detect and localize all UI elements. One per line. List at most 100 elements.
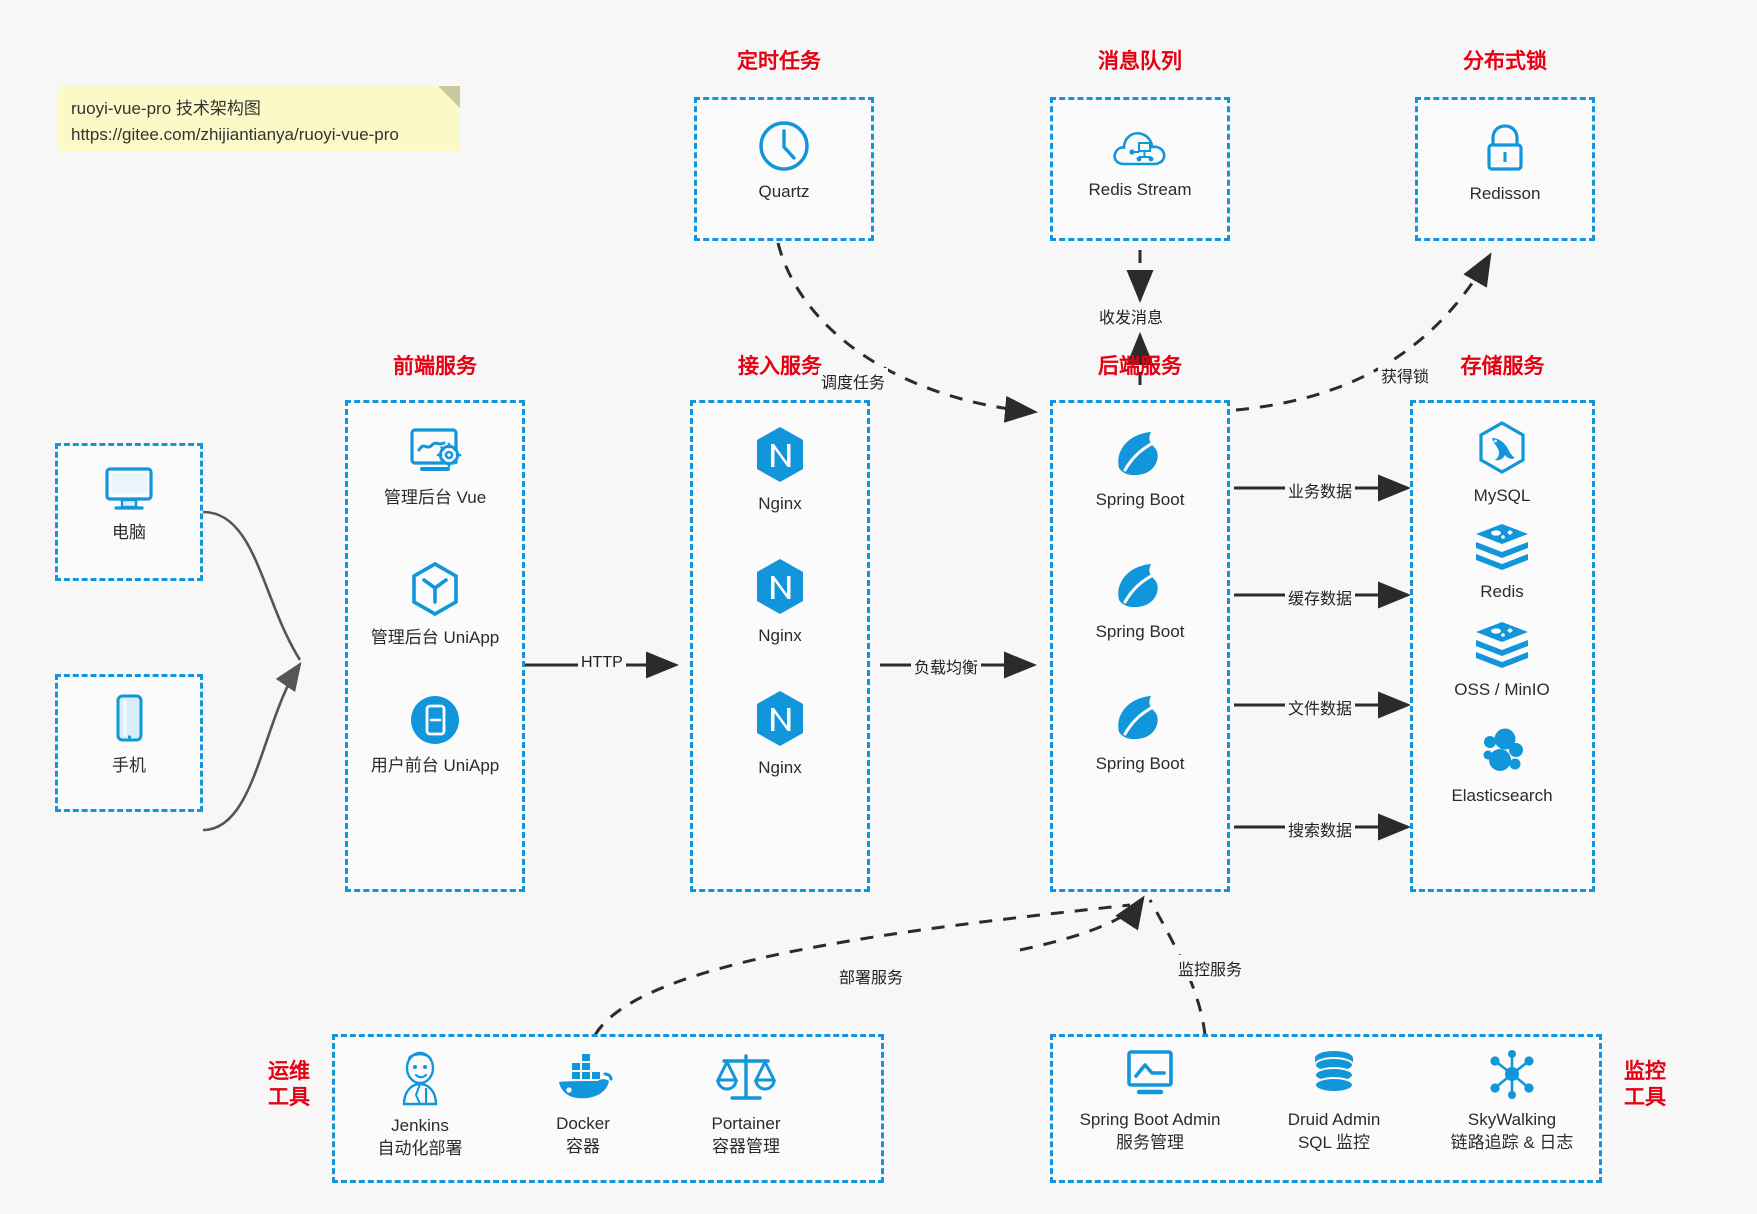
- node-label: 管理后台 Vue: [383, 488, 487, 507]
- mobile-app-circle-icon: [411, 696, 459, 744]
- group-box-frontend-service: [345, 400, 525, 892]
- group-label-monitor-tools: 监控 工具: [1614, 1059, 1676, 1112]
- node-spring-boot-3[interactable]: Spring Boot: [1060, 688, 1220, 776]
- node-redis[interactable]: Redis: [1422, 522, 1582, 604]
- node-label: 电脑: [112, 523, 146, 542]
- group-box-client-desktop: [55, 443, 203, 581]
- edge-label-monitor-service: 监控服务: [1175, 955, 1246, 981]
- jenkins-butler-icon: [402, 1051, 438, 1106]
- lock-icon: [1487, 124, 1523, 171]
- title-note: ruoyi-vue-pro 技术架构图 https://gitee.com/zh…: [57, 86, 460, 151]
- node-spring-boot-1[interactable]: Spring Boot: [1060, 424, 1220, 512]
- node-elasticsearch[interactable]: Elasticsearch: [1422, 722, 1582, 808]
- skywalking-nodes-icon: [1490, 1050, 1534, 1099]
- group-label-gateway-service: 接入服务: [738, 355, 822, 378]
- node-sublabel: 容器管理: [712, 1136, 780, 1156]
- node-sublabel: 链路追踪 & 日志: [1450, 1132, 1574, 1152]
- node-label: Spring Boot: [1095, 490, 1185, 509]
- desktop-monitor-icon: [105, 467, 153, 510]
- node-quartz[interactable]: Quartz: [704, 118, 864, 204]
- group-label-scheduled-task: 定时任务: [737, 50, 821, 73]
- clock-icon: [759, 121, 809, 171]
- edge-label-deploy-service: 部署服务: [836, 963, 907, 989]
- node-label: Elasticsearch: [1451, 786, 1553, 805]
- node-label: Spring Boot Admin: [1079, 1110, 1221, 1129]
- node-druid-admin[interactable]: Druid Admin SQL 监控: [1254, 1048, 1414, 1155]
- edge-label-schedule-task: 调度任务: [818, 368, 889, 394]
- edge-label-cache-data: 缓存数据: [1285, 584, 1356, 610]
- spring-boot-leaf-icon: [1118, 564, 1158, 608]
- node-oss-minio[interactable]: OSS / MinIO: [1422, 620, 1582, 702]
- node-label: Nginx: [758, 758, 802, 777]
- node-redisson[interactable]: Redisson: [1425, 120, 1585, 206]
- node-label: Quartz: [758, 182, 810, 201]
- mobile-phone-icon: [116, 694, 143, 742]
- node-label: Nginx: [758, 494, 802, 513]
- node-nginx-3[interactable]: Nginx: [700, 688, 860, 780]
- node-label: SkyWalking: [1467, 1110, 1557, 1129]
- oss-stack-icon: [1476, 622, 1528, 668]
- node-user-uniapp[interactable]: 用户前台 UniApp: [355, 692, 515, 778]
- node-desktop[interactable]: 电脑: [49, 463, 209, 545]
- node-spring-boot-2[interactable]: Spring Boot: [1060, 556, 1220, 644]
- database-cylinder-icon: [1314, 1051, 1354, 1093]
- node-label: Druid Admin: [1287, 1110, 1381, 1129]
- node-sublabel: 服务管理: [1116, 1132, 1184, 1152]
- node-mysql[interactable]: MySQL: [1422, 420, 1582, 508]
- node-label: Spring Boot: [1095, 622, 1185, 641]
- docker-whale-icon: [559, 1054, 613, 1099]
- note-fold-corner: [438, 86, 460, 108]
- node-label: OSS / MinIO: [1454, 680, 1550, 699]
- cloud-network-icon: [1113, 131, 1166, 166]
- node-label: Docker: [556, 1114, 610, 1133]
- uniapp-hexagon-icon: [412, 561, 458, 617]
- node-skywalking[interactable]: SkyWalking 链路追踪 & 日志: [1432, 1048, 1592, 1155]
- node-jenkins[interactable]: Jenkins 自动化部署: [340, 1048, 500, 1161]
- edge-label-message-send-receive: 收发消息: [1096, 303, 1167, 329]
- group-label-devops-line2: 工具: [268, 1086, 310, 1110]
- portainer-scales-icon: [715, 1054, 777, 1100]
- group-label-monitor-line1: 监控: [1624, 1060, 1666, 1083]
- node-sublabel: SQL 监控: [1297, 1132, 1371, 1152]
- node-label: Spring Boot: [1095, 754, 1185, 773]
- node-nginx-2[interactable]: Nginx: [700, 556, 860, 648]
- edge-label-acquire-lock: 获得锁: [1378, 362, 1433, 388]
- edge-label-file-data: 文件数据: [1285, 694, 1356, 720]
- node-label: Jenkins: [391, 1116, 449, 1135]
- node-label: Redis: [1480, 582, 1524, 601]
- spring-boot-leaf-icon: [1118, 432, 1158, 476]
- node-admin-vue[interactable]: 管理后台 Vue: [355, 424, 515, 510]
- node-docker[interactable]: Docker 容器: [503, 1048, 663, 1159]
- redis-stack-icon: [1476, 524, 1528, 570]
- group-label-backend-service: 后端服务: [1098, 355, 1182, 378]
- group-box-backend-service: [1050, 400, 1230, 892]
- node-spring-boot-admin[interactable]: Spring Boot Admin 服务管理: [1070, 1048, 1230, 1155]
- node-sublabel: 自动化部署: [377, 1138, 463, 1158]
- elasticsearch-icon: [1483, 728, 1523, 771]
- node-mobile[interactable]: 手机: [49, 692, 209, 778]
- node-admin-uniapp[interactable]: 管理后台 UniApp: [355, 560, 515, 650]
- nginx-icon: [757, 559, 803, 614]
- nginx-icon: [757, 427, 803, 482]
- node-nginx-1[interactable]: Nginx: [700, 424, 860, 516]
- group-label-monitor-line2: 工具: [1624, 1086, 1666, 1110]
- edge-label-business-data: 业务数据: [1285, 477, 1356, 503]
- node-label: Nginx: [758, 626, 802, 645]
- group-box-message-queue: [1050, 97, 1230, 241]
- monitor-chart-icon: [1127, 1050, 1173, 1095]
- group-label-storage-service: 存储服务: [1460, 355, 1545, 378]
- node-label: 管理后台 UniApp: [370, 628, 500, 647]
- edge-label-search-data: 搜索数据: [1285, 816, 1356, 842]
- node-label: 用户前台 UniApp: [370, 756, 500, 775]
- group-box-storage-service: [1410, 400, 1595, 892]
- note-url-line: https://gitee.com/zhijiantianya/ruoyi-vu…: [71, 125, 399, 145]
- group-box-devops-tools: [332, 1034, 884, 1183]
- nginx-icon: [757, 691, 803, 746]
- node-redis-stream[interactable]: Redis Stream: [1060, 124, 1220, 202]
- dashboard-screen-icon: [410, 428, 462, 471]
- spring-boot-leaf-icon: [1118, 696, 1158, 740]
- group-label-frontend-service: 前端服务: [393, 355, 477, 378]
- edge-label-load-balance: 负载均衡: [911, 653, 982, 679]
- node-portainer[interactable]: Portainer 容器管理: [666, 1048, 826, 1159]
